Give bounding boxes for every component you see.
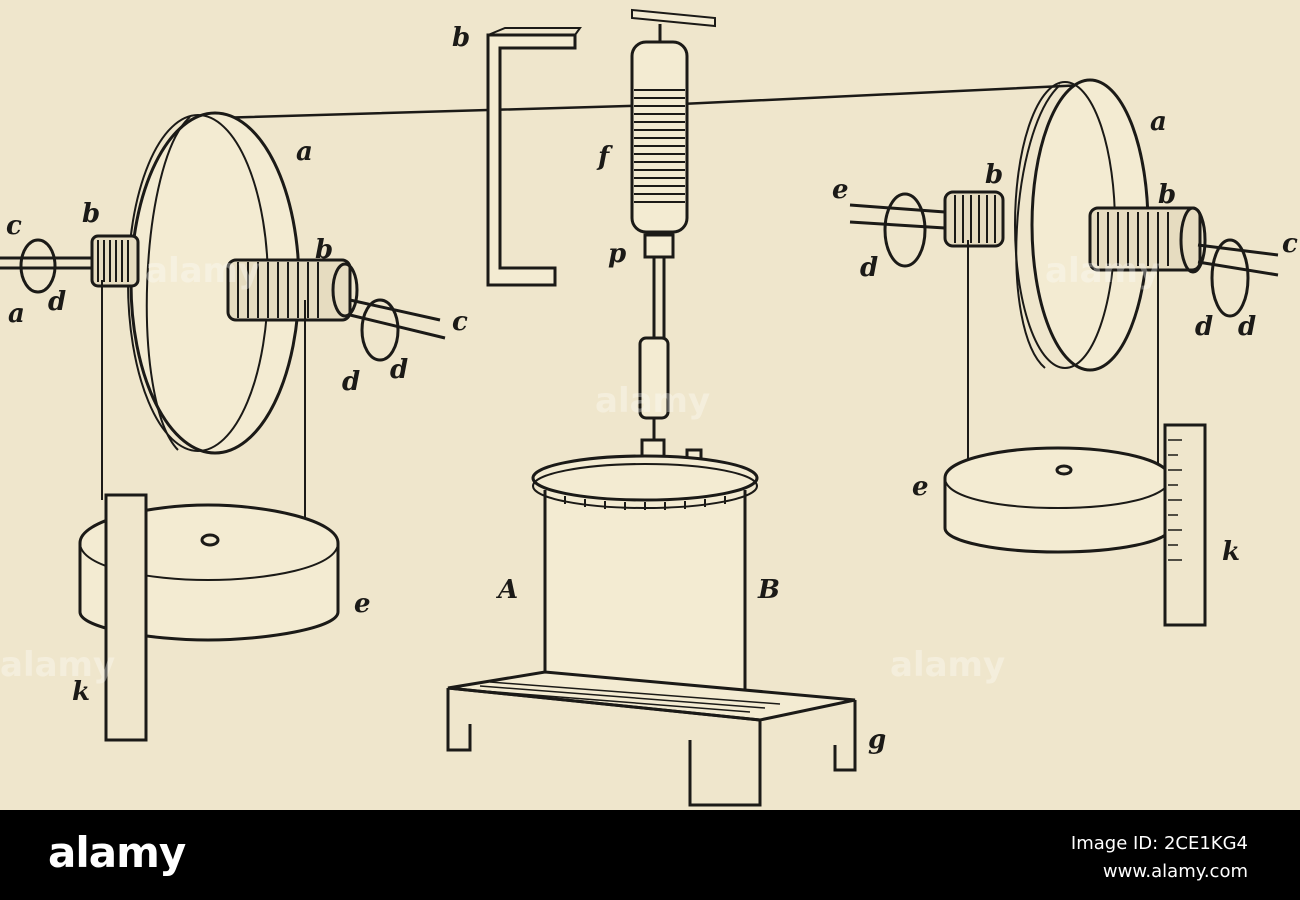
label-left-post-k: k xyxy=(72,677,90,707)
label-left-small-a: a xyxy=(8,299,25,329)
center-assembly xyxy=(446,8,857,807)
label-left-wheel-d-back: d xyxy=(48,287,66,317)
label-right-scale-k: k xyxy=(1222,537,1240,567)
label-left-base-e: e xyxy=(354,589,371,619)
right-wheel-assembly xyxy=(849,78,1279,627)
left-wheel-assembly xyxy=(0,111,446,742)
site-url-link[interactable]: www.alamy.com xyxy=(1102,861,1248,882)
label-right-base-e: e xyxy=(912,472,929,502)
image-meta: Image ID: 2CE1KG4 www.alamy.com xyxy=(1071,830,1248,886)
label-coil-f: f xyxy=(596,142,613,172)
footer-bar: alamy Image ID: 2CE1KG4 www.alamy.com xyxy=(0,810,1300,900)
label-right-wheel-d-back: d xyxy=(860,253,878,283)
image-id-text: Image ID: 2CE1KG4 xyxy=(1070,833,1248,854)
watermark-bottom-left: alamy xyxy=(0,645,115,685)
label-bracket-b: b xyxy=(452,23,470,53)
alamy-logo: alamy xyxy=(48,828,186,877)
label-stool-g: g xyxy=(868,725,886,755)
label-right-wheel-a: a xyxy=(1150,107,1167,137)
label-left-spool-b-front: b xyxy=(315,235,333,265)
label-right-wheel-d-front-1: d xyxy=(1195,312,1213,342)
engraving-diagram: b a b b c c d a d d e k f p A B g a b b … xyxy=(0,8,1298,807)
watermark-center: alamy xyxy=(595,381,710,421)
label-left-wheel-d-front-1: d xyxy=(342,367,360,397)
label-rod-p: p xyxy=(608,239,626,269)
label-right-shaft-c: c xyxy=(1282,229,1298,259)
label-right-wheel-d-front-2: d xyxy=(1238,312,1256,342)
apparatus-illustration: b a b b c c d a d d e k f p A B g a b b … xyxy=(0,0,1300,810)
label-right-spool-b-front: b xyxy=(1158,180,1176,210)
label-jar-A: A xyxy=(495,575,518,605)
label-left-spool-b-back: b xyxy=(82,199,100,229)
label-right-shaft-e: e xyxy=(832,175,849,205)
label-right-spool-b-back: b xyxy=(985,160,1003,190)
label-left-wheel-d-front-2: d xyxy=(390,355,408,385)
watermark-right: alamy xyxy=(1045,251,1160,291)
label-jar-B: B xyxy=(757,575,780,605)
label-left-wheel-a: a xyxy=(296,137,313,167)
watermark-left: alamy xyxy=(145,251,260,291)
label-left-shaft-c-front: c xyxy=(452,307,468,337)
label-left-shaft-c-back: c xyxy=(6,211,22,241)
watermark-bottom-right: alamy xyxy=(890,645,1005,685)
